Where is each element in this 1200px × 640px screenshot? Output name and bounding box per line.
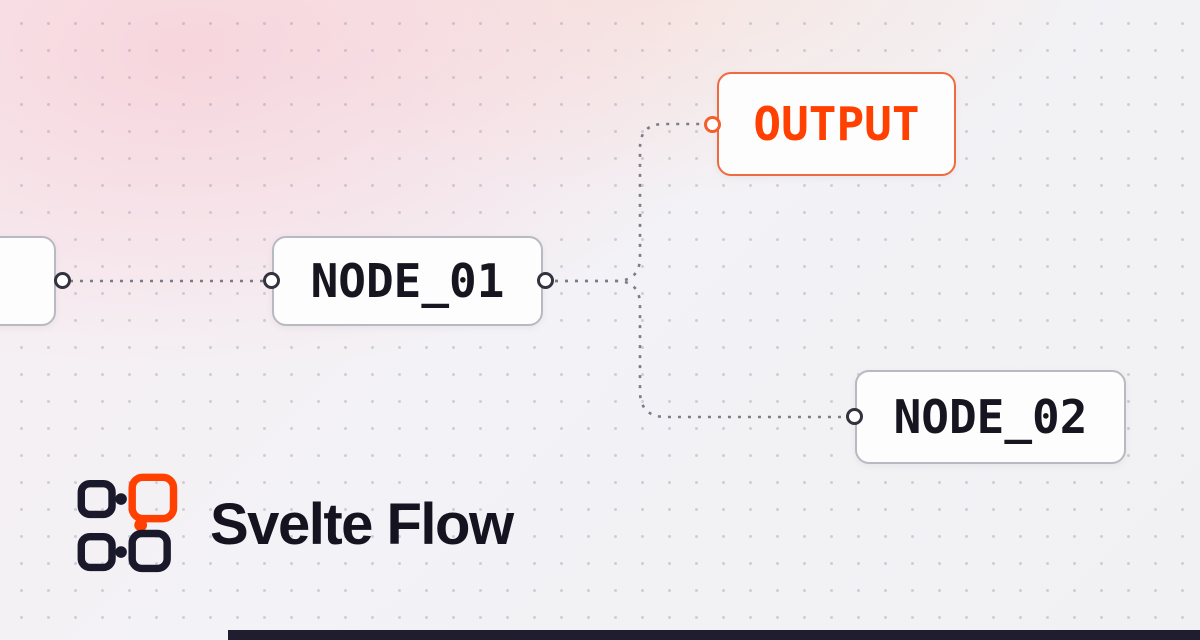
handle-output-target[interactable] xyxy=(704,116,721,133)
node-node02-label: NODE_02 xyxy=(893,390,1088,444)
handle-node01-source[interactable] xyxy=(537,272,554,289)
logo-dot-bottom xyxy=(115,546,127,558)
logo-square-bottom-right xyxy=(128,529,171,573)
svelte-flow-logo-icon xyxy=(77,473,178,573)
branding: Svelte Flow xyxy=(76,472,514,578)
edge-node01-to-node02 xyxy=(555,279,845,419)
node-node01[interactable]: NODE_01 xyxy=(272,236,543,326)
node-output[interactable]: OUTPUT xyxy=(717,72,956,176)
logo-square-top-left xyxy=(77,479,116,519)
node-partial[interactable] xyxy=(0,236,56,326)
logo-square-bottom-left xyxy=(77,532,116,572)
brand-title: Svelte Flow xyxy=(210,492,514,557)
handle-node01-target[interactable] xyxy=(263,272,280,289)
handle-node02-target[interactable] xyxy=(846,408,863,425)
logo-dot-orange xyxy=(134,518,148,532)
node-node01-label: NODE_01 xyxy=(310,254,505,308)
node-output-label: OUTPUT xyxy=(753,97,920,151)
logo-dot-top xyxy=(115,493,127,505)
bottom-bar xyxy=(228,630,1200,640)
edge-node01-to-output xyxy=(555,122,703,283)
handle-partial-source[interactable] xyxy=(54,272,71,289)
node-node02[interactable]: NODE_02 xyxy=(855,370,1126,464)
logo-square-orange xyxy=(128,473,178,523)
